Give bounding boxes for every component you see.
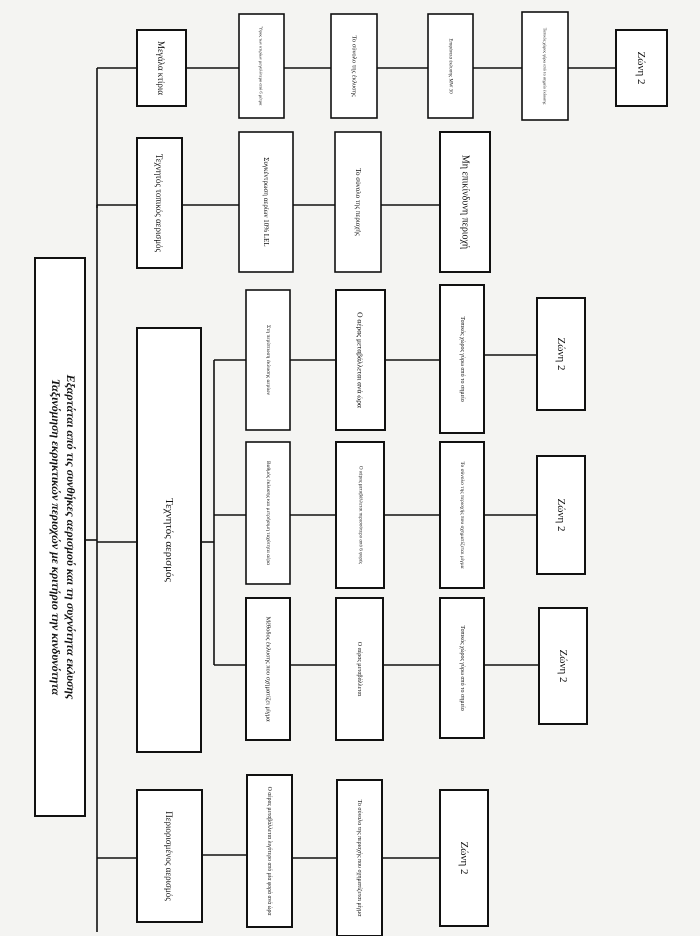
sub-zone-label: Ζώνη 2 [555,338,567,371]
condition-label: Ύψος των κτιρίων μεγαλύτερο από 6 μέτρα [259,26,264,106]
category-label: Περιορισμένος αερισμός [164,811,174,901]
branch-limited-ventilation: Περιορισμένος αερισμός Ο αέρας μεταβάλλε… [136,774,489,936]
branch-artificial-ventilation: Τεχνητός αερισμός Στη περίπτωση έκλυσης … [136,284,588,753]
sub-gas-note-label: Ο αέρας μεταβάλλεται [356,642,362,697]
gas-note-label: Το σύνολο της περιοχής [354,168,362,236]
sub-condition-label: Στη περίπτωση έκλυσης αερίων [265,325,271,395]
branch-local-ventilation: Τεχνητός τοπικός αερισμός Συγκέντρωση αε… [136,131,491,273]
root-line-1: Ταξινόμηση εκρηκτικών περιοχών με κριτήρ… [49,379,63,696]
sub-condition-label: Μέθοδος έκλυσης που σχηματίζει μίγμα [265,617,272,723]
gas-note-label: Το σύνολο της έκλυσης [351,35,358,97]
extra-label: Τοπικός χώρος γύρω από το σημείο έκλυσης [543,28,548,105]
sub-gas-note-label: Ο αέρας μεταβάλλεται ανά ώρα [356,312,365,408]
zone-label: Ζώνη 2 [458,842,470,875]
condition-label: Ο αέρας μεταβάλλεται λιγότερο από μία φο… [266,787,272,916]
root-box: Ταξινόμηση εκρηκτικών περιοχών με κριτήρ… [34,257,86,817]
gas-zone-label: Μη επικίνδυνη περιοχή [460,155,471,249]
category-label: Μεγάλα κτίρια [156,41,166,95]
gas-note-label: Το σύνολο της περιοχής που σχηματίζεται … [356,800,363,918]
sub-gas-zone-label: Τοπικός χώρος γύρω από το σημείο [459,625,465,710]
sub-gas-note-label: Ο αέρας μεταβάλλεται περισσότερο από 6 φ… [358,466,363,564]
connectors [85,67,616,932]
sub-gas-zone-label: Το σύνολο της περιοχής που σχηματίζεται … [459,461,466,568]
gas-zone-label: Επιφάνεια έκλυσης MW 30 [448,38,453,94]
branch-large-buildings: Μεγάλα κτίρια Ύψος των κτιρίων μεγαλύτερ… [136,11,668,121]
sub-zone-label: Ζώνη 2 [555,499,567,532]
sub-condition-label: Βαθμός έκλυσης και μετρήσιμη ταχύτητα αέ… [265,461,271,565]
category-label: Τεχνητός αερισμός [163,498,175,582]
category-label: Τεχνητός τοπικός αερισμός [154,154,164,253]
sub-zone-label: Ζώνη 2 [557,650,569,683]
root-line-2: Εξαρτάται από τις συνθήκες αερισμού και … [64,374,78,700]
condition-label: Συγκέντρωση αερίων 10% LEL [262,157,270,246]
sub-gas-zone-label: Τοπικός χώρος γύρω από το σημείο [459,316,465,401]
zone-label: Ζώνη 2 [635,52,647,85]
